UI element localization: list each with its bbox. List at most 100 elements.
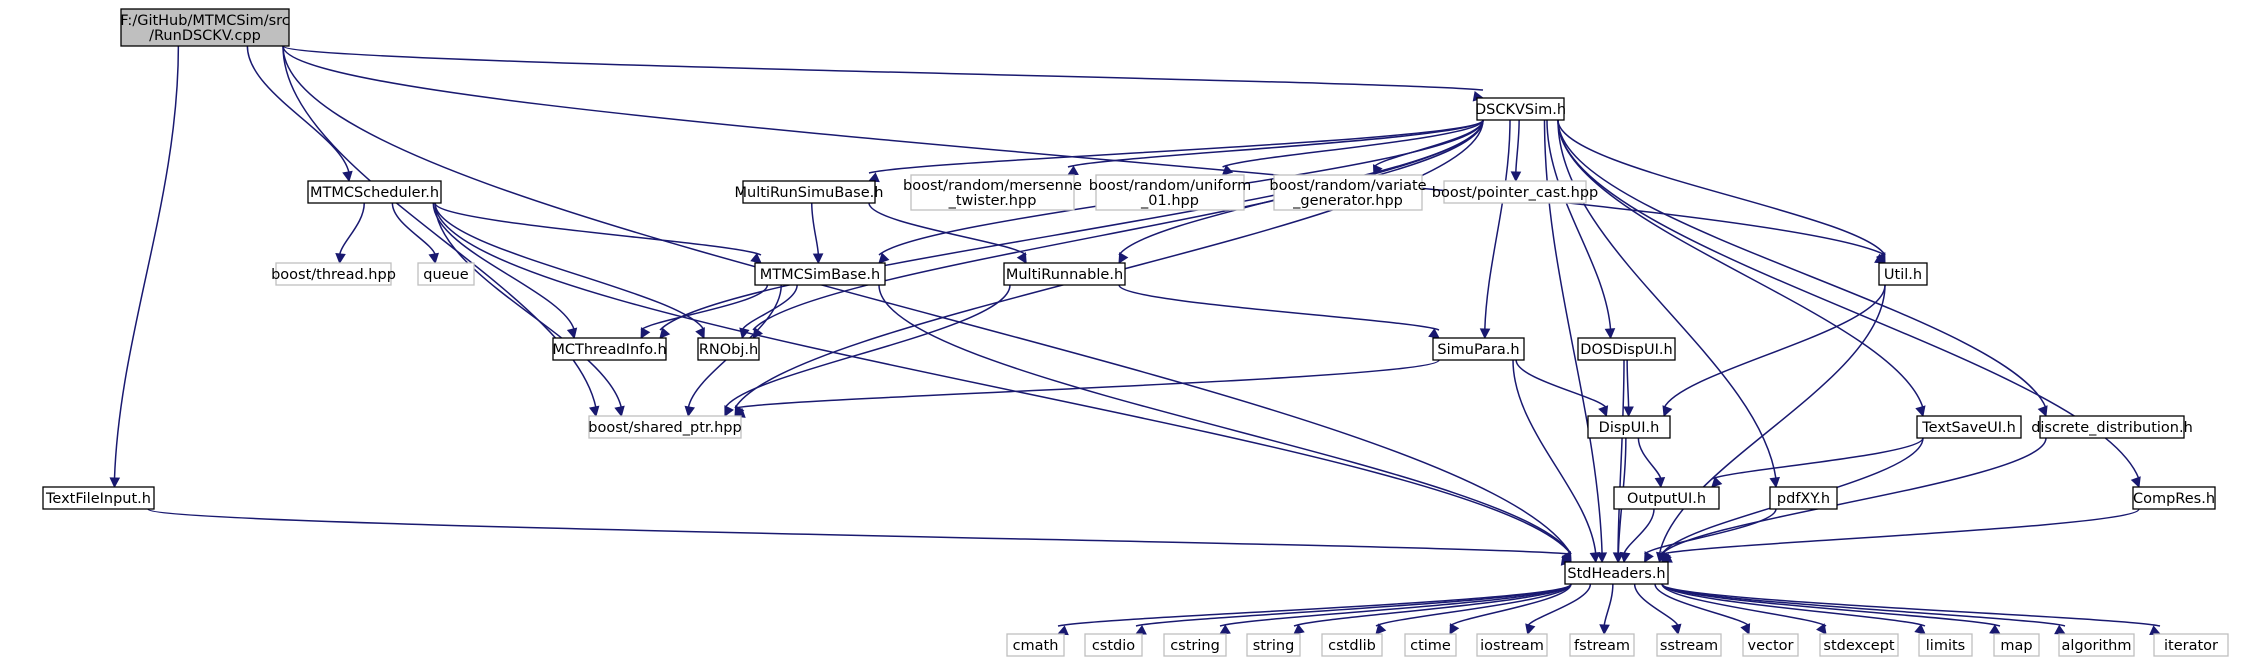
node-dsckv[interactable]: DSCKVSim.h bbox=[1475, 97, 1566, 121]
edge-dosd-to-dispui bbox=[1626, 359, 1630, 409]
node-box bbox=[1993, 633, 2040, 657]
node-util[interactable]: Util.h bbox=[1878, 262, 1928, 286]
node-label-line: boost/random/mersenne bbox=[903, 178, 1082, 194]
node-label: MultiRunnable.h bbox=[1006, 267, 1123, 283]
nodes-layer: F:/GitHub/MTMCSim/src/RunDSCKV.cppDSCKVS… bbox=[42, 8, 2229, 657]
node-cstdio: cstdio bbox=[1084, 633, 1143, 657]
arrowhead-dsckv-to-dosd bbox=[1604, 328, 1616, 340]
arrowhead-sched-to-rnobj bbox=[695, 327, 705, 340]
node-label-line: RNObj.h bbox=[699, 342, 758, 358]
node-box bbox=[2153, 633, 2229, 657]
node-mcti[interactable]: MCThreadInfo.h bbox=[552, 337, 667, 361]
edge-tfin-to-stdh bbox=[147, 508, 1572, 555]
edge-sched-to-simb bbox=[434, 202, 762, 256]
edge-dsckv-to-util bbox=[1557, 119, 1886, 256]
node-label: queue bbox=[423, 267, 469, 283]
arrowhead-stdh-to-sstream bbox=[1671, 623, 1682, 636]
edge-dsckv-to-mcti bbox=[659, 119, 1484, 331]
arrowhead-sched-to-simb bbox=[750, 252, 762, 264]
node-label: cstring bbox=[1170, 638, 1220, 654]
node-label: sstream bbox=[1660, 638, 1718, 654]
node-label: boost/shared_ptr.hpp bbox=[588, 420, 741, 436]
arrowhead-stdh-to-cstring bbox=[1219, 624, 1231, 635]
node-label: boost/random/variate_generator.hpp bbox=[1269, 178, 1426, 209]
arrowhead-outui-to-stdh bbox=[1619, 551, 1631, 564]
node-root[interactable]: F:/GitHub/MTMCSim/src/RunDSCKV.cpp bbox=[120, 8, 290, 47]
node-outui[interactable]: OutputUI.h bbox=[1613, 486, 1720, 510]
node-cres[interactable]: CompRes.h bbox=[2132, 486, 2216, 510]
arrowhead-stdh-to-map bbox=[1989, 624, 2001, 635]
node-box bbox=[588, 415, 742, 439]
edge-simp-to-dispui bbox=[1515, 359, 1608, 409]
node-label: cstdio bbox=[1092, 638, 1135, 654]
edge-stdh-to-vector bbox=[1654, 583, 1750, 627]
node-label-line: MTMCScheduler.h bbox=[310, 185, 439, 201]
node-box bbox=[552, 337, 667, 361]
node-bshp: boost/shared_ptr.hpp bbox=[588, 415, 742, 439]
node-pcast: boost/pointer_cast.hpp bbox=[1432, 180, 1598, 204]
arrowhead-dispui-to-stdh bbox=[1613, 552, 1624, 564]
arrowhead-dsckv-to-simp bbox=[1479, 328, 1491, 340]
arrowhead-dsckv-to-unif bbox=[1221, 164, 1234, 176]
arrowhead-mrsb-to-mrun bbox=[1016, 252, 1027, 264]
node-box bbox=[1443, 180, 1587, 204]
arrowhead-pdfxy-to-stdh bbox=[1643, 551, 1654, 563]
edge-dsckv-to-unif bbox=[1222, 119, 1484, 168]
edge-simp-to-bshp bbox=[734, 359, 1440, 409]
edge-root-to-util bbox=[282, 45, 1886, 256]
node-simp[interactable]: SimuPara.h bbox=[1432, 337, 1525, 361]
node-label: map bbox=[2000, 638, 2032, 654]
node-tsave[interactable]: TextSaveUI.h bbox=[1916, 415, 2022, 439]
node-label-line: cstring bbox=[1170, 638, 1220, 654]
arrowhead-dsckv-to-pdfxy bbox=[1769, 476, 1780, 489]
node-label: discrete_distribution.h bbox=[2031, 420, 2193, 436]
arrowhead-dsckv-to-simb bbox=[878, 252, 890, 264]
node-stdh[interactable]: StdHeaders.h bbox=[1564, 561, 1669, 585]
node-mrun[interactable]: MultiRunnable.h bbox=[1003, 262, 1126, 286]
node-label: fstream bbox=[1574, 638, 1630, 654]
edge-root-to-stdh bbox=[282, 45, 1572, 555]
edge-dsckv-to-dosd bbox=[1546, 119, 1612, 331]
node-label-line: boost/shared_ptr.hpp bbox=[588, 420, 741, 436]
node-ddist[interactable]: discrete_distribution.h bbox=[2031, 415, 2193, 439]
node-box bbox=[1577, 337, 1676, 361]
node-label: string bbox=[1253, 638, 1295, 654]
node-label: MultiRunSimuBase.h bbox=[735, 185, 884, 201]
node-tfin[interactable]: TextFileInput.h bbox=[42, 486, 155, 510]
node-dosd[interactable]: DOSDispUI.h bbox=[1577, 337, 1676, 361]
edge-cres-to-stdh bbox=[1661, 508, 2140, 555]
node-label: CompRes.h bbox=[2133, 491, 2215, 507]
node-label-line: TextSaveUI.h bbox=[1921, 420, 2016, 436]
node-vector: vector bbox=[1742, 633, 1799, 657]
node-sched[interactable]: MTMCScheduler.h bbox=[307, 180, 442, 204]
node-label-line: queue bbox=[423, 267, 469, 283]
arrowhead-stdh-to-cstdio bbox=[1135, 624, 1147, 635]
edge-outui-to-stdh bbox=[1623, 508, 1655, 555]
edge-sched-to-bthr bbox=[338, 202, 365, 256]
node-dispui[interactable]: DispUI.h bbox=[1587, 415, 1671, 439]
node-label-line: cstdio bbox=[1092, 638, 1135, 654]
edge-dsckv-to-pdfxy bbox=[1557, 119, 1777, 480]
arrowhead-mrun-to-bshp bbox=[724, 405, 734, 418]
node-box bbox=[1084, 633, 1143, 657]
arrowhead-simb-to-mcti bbox=[640, 327, 651, 339]
edge-sched-to-stdh bbox=[434, 202, 1572, 555]
edge-sched-to-bshp bbox=[434, 202, 623, 409]
arrowhead-stdh-to-algo bbox=[2054, 624, 2066, 635]
node-label-line: cmath bbox=[1013, 638, 1059, 654]
arrowhead-simb-to-bshp bbox=[684, 405, 696, 418]
node-box bbox=[1003, 262, 1126, 286]
node-label-line: boost/random/uniform bbox=[1089, 178, 1251, 194]
node-mrsb[interactable]: MultiRunSimuBase.h bbox=[735, 180, 884, 204]
node-label-line: map bbox=[2000, 638, 2032, 654]
node-rnobj[interactable]: RNObj.h bbox=[697, 337, 760, 361]
node-simb[interactable]: MTMCSimBase.h bbox=[754, 262, 886, 286]
arrowhead-stdh-to-vector bbox=[1740, 623, 1751, 636]
node-cstring: cstring bbox=[1163, 633, 1227, 657]
node-pdfxy[interactable]: pdfXY.h bbox=[1769, 486, 1838, 510]
node-box bbox=[754, 262, 886, 286]
node-cstdlib: cstdlib bbox=[1321, 633, 1383, 657]
node-box bbox=[742, 180, 876, 204]
node-box bbox=[1432, 337, 1525, 361]
node-label-line: CompRes.h bbox=[2133, 491, 2215, 507]
